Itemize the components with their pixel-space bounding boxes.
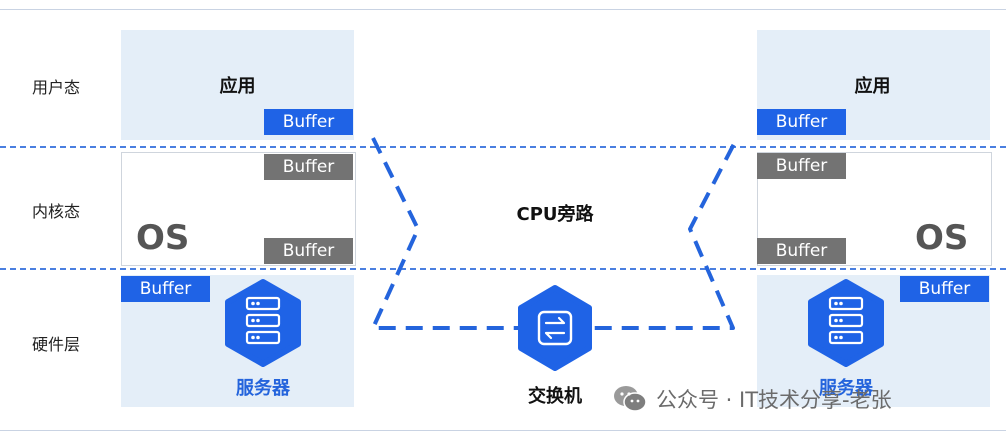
- bottom-border: [0, 430, 1006, 431]
- watermark-text: 公众号 · IT技术分享-老张: [656, 388, 892, 412]
- right-server-label: 服务器: [819, 378, 873, 399]
- layer-label-user: 用户态: [31, 78, 80, 97]
- top-border: [0, 9, 1006, 10]
- left-kernel-buffer-top: Buffer: [264, 154, 353, 180]
- left-server-label: 服务器: [236, 378, 290, 399]
- left-kernel-buffer-bottom: Buffer: [264, 238, 353, 264]
- right-hardware-buffer: Buffer: [900, 276, 989, 302]
- left-app-title: 应用: [219, 76, 256, 97]
- layer-label-hardware: 硬件层: [31, 335, 80, 354]
- layer-label-kernel: 内核态: [31, 202, 80, 221]
- right-os-label: OS: [915, 218, 969, 258]
- left-os-label: OS: [136, 218, 190, 258]
- switch-icon: [518, 285, 592, 371]
- cpu-bypass-label: CPU旁路: [516, 204, 594, 225]
- right-kernel-buffer-top: Buffer: [757, 153, 846, 179]
- kernel-hardware-separator: [0, 268, 1006, 270]
- right-app-title: 应用: [854, 76, 891, 97]
- right-kernel-buffer-bottom: Buffer: [757, 238, 846, 264]
- right-app-buffer: Buffer: [757, 109, 846, 135]
- user-kernel-separator: [0, 146, 1006, 148]
- wechat-icon: [614, 386, 647, 412]
- switch-label: 交换机: [528, 386, 582, 407]
- left-hardware-buffer: Buffer: [121, 276, 210, 302]
- right-server-icon: [808, 279, 884, 367]
- left-app-buffer: Buffer: [264, 109, 353, 135]
- left-server-icon: [225, 279, 301, 367]
- watermark: 公众号 · IT技术分享-老张: [612, 384, 892, 414]
